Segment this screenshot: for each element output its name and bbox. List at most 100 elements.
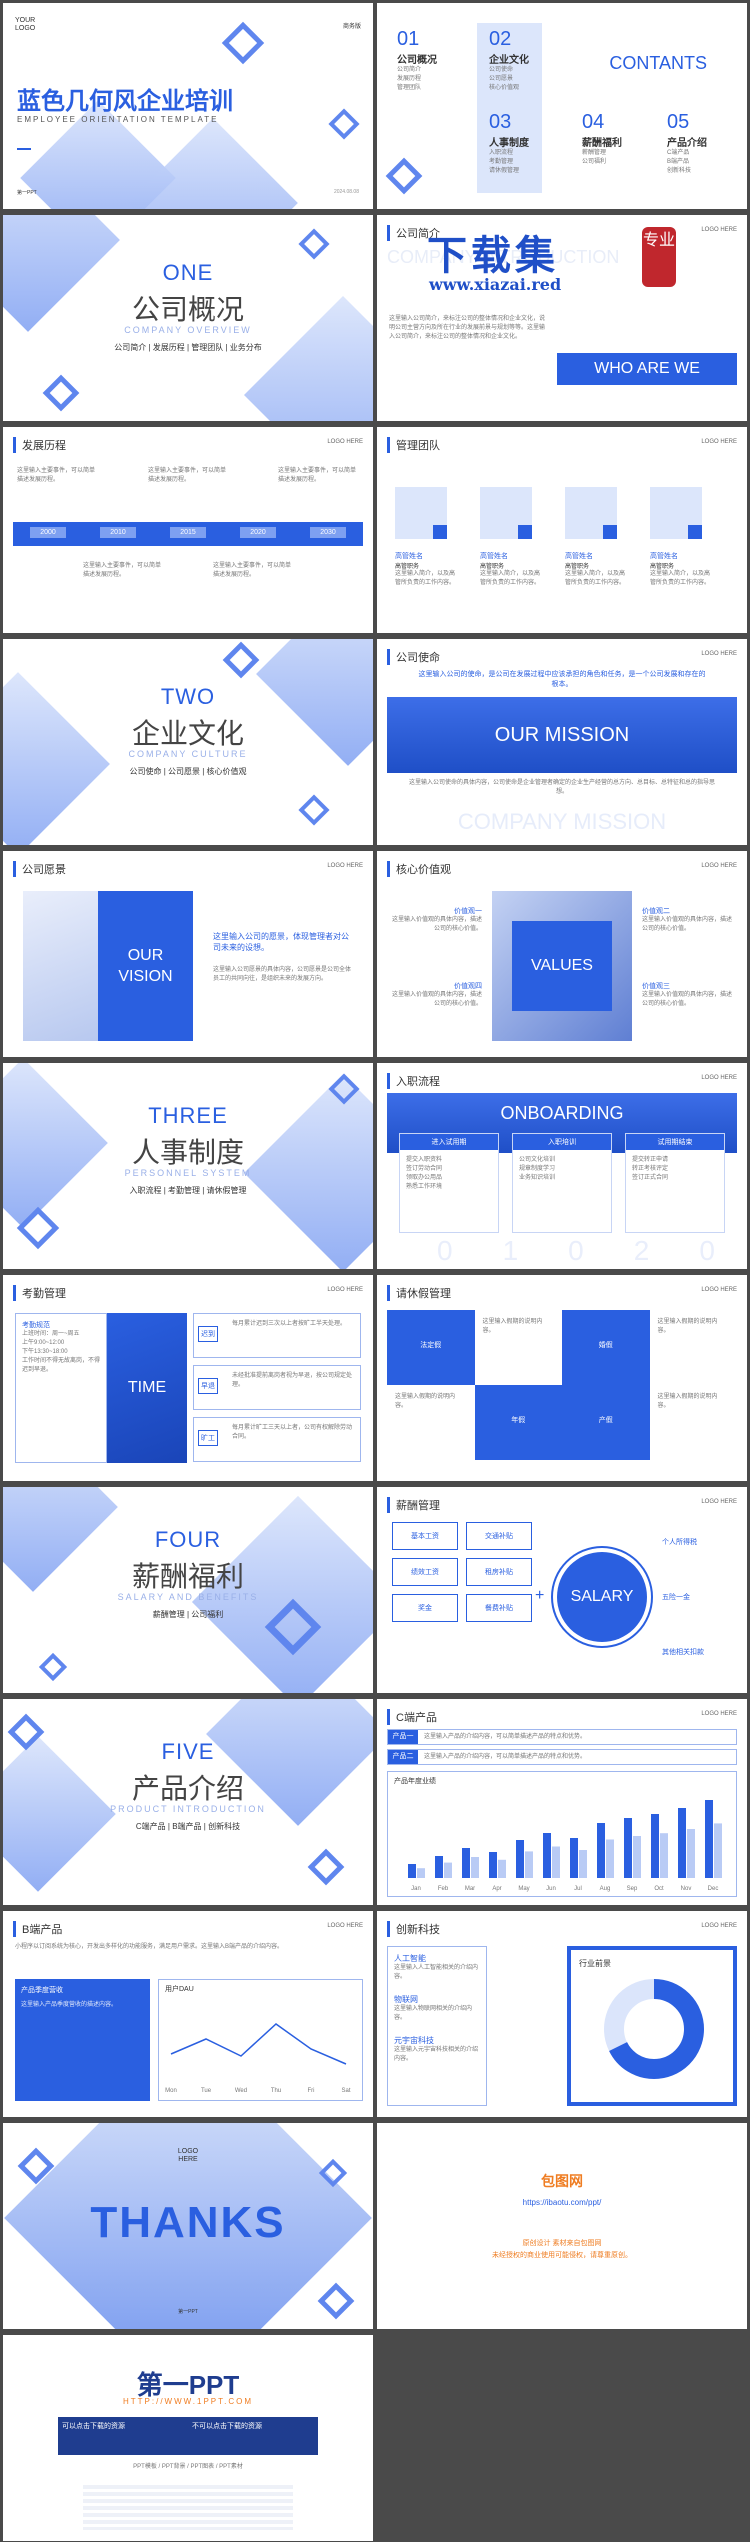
bar [687,1829,695,1878]
slide-header: 入职流程 [387,1073,440,1089]
bar [705,1800,713,1878]
slide-values[interactable]: 核心价值观 LOGO HERE VALUES 价值观一这里输入价值观的具体内容，… [377,851,747,1057]
tick-label: Mon [165,2088,177,2094]
leave-grid: 法定假 这里输入假期的说明内容。 婚假 这里输入假期的说明内容。 这里输入假期的… [387,1310,737,1460]
tech-list: 人工智能这里输入人工智能相关的介绍内容。 物联网这里输入物联网相关的介绍内容。 … [387,1946,487,2106]
slide-section-two[interactable]: TWO 企业文化 COMPANY CULTURE 公司使命 | 公司愿景 | 核… [3,639,373,845]
donut-chart [604,1979,704,2079]
bar [651,1814,659,1878]
slide-mission[interactable]: 公司使命 LOGO HERE 这里输入公司的使命，是公司在发展过程中应该承担的角… [377,639,747,845]
bar [597,1823,605,1878]
slide-history[interactable]: 发展历程 LOGO HERE 这里输入主要事件，可以简单描述发展历程。 这里输入… [3,427,373,633]
slide-salary[interactable]: 薪酬管理 LOGO HERE 基本工资 交通补贴 绩效工资 租房补贴 奖金 餐费… [377,1487,747,1693]
time-banner: TIME [107,1313,187,1463]
tick-label: Dec [708,1886,719,1892]
vision-text: 这里输入公司愿景的具体内容，公司愿景是公司全体员工的共同向往，是组织未来的发展方… [213,967,352,982]
slide-section-three[interactable]: THREE 人事制度 PERSONNEL SYSTEM 入职流程 | 考勤管理 … [3,1063,373,1269]
ad-logo: 第一PPT [136,2370,240,2400]
tick-label: Jan [411,1886,421,1892]
salary-circle: SALARY [557,1552,647,1642]
event-text: 这里输入主要事件，可以简单描述发展历程。 [17,468,96,483]
deduction-item: 个人所得税 [662,1539,697,1546]
team-member[interactable]: 高管姓名高管职务这里输入简介，以及高管所负责的工作内容。 [565,487,625,588]
slide-section-five[interactable]: FIVE 产品介绍 PRODUCT INTRODUCTION C端产品 | B端… [3,1699,373,1905]
ad-url[interactable]: HTTP://WWW.1PPT.COM [123,2397,253,2406]
slide-onboarding[interactable]: 入职流程 LOGO HERE ONBOARDING 进入试用期提交入职资料 签订… [377,1063,747,1269]
logo-placeholder: LOGO HERE [701,863,737,869]
tick-label: Jun [546,1886,556,1892]
leave-desc: 这里输入假期的说明内容。 [657,1394,718,1409]
rule-row: 旷工每月累计旷工三天以上者，公司有权解除劳动合同。 [193,1417,361,1462]
logo-placeholder: LOGO HERE [701,1075,737,1081]
tick-label: Jul [574,1886,582,1892]
year-label: 2015 [170,527,206,538]
year-label: 2030 [310,527,346,538]
series-line [170,2023,347,2065]
slide-tech[interactable]: 创新科技 LOGO HERE 人工智能这里输入人工智能相关的介绍内容。 物联网这… [377,1911,747,2117]
slide-promo[interactable]: 包图网 https://ibaotu.com/ppt/ 原创设计 素材来自包图网… [377,2123,747,2329]
bar [435,1856,443,1878]
section-subtitle-en: SALARY AND BENEFITS [117,1592,259,1602]
section-items: 入职流程 | 考勤管理 | 请休假管理 [129,1186,247,1195]
slide-attendance[interactable]: 考勤管理 LOGO HERE 考勤规范上班时间：周一~周五 上午9:00~12:… [3,1275,373,1481]
salary-items: 基本工资 交通补贴 绩效工资 租房补贴 奖金 餐费补贴 [392,1522,532,1622]
slide-header: B端产品 [13,1921,62,1937]
salary-item: 奖金 [392,1594,458,1622]
section-items: C端产品 | B端产品 | 创新科技 [135,1822,241,1831]
slide-b-products[interactable]: B端产品 LOGO HERE 小程序以订阅系统为核心，开发出多样化的功能服务，满… [3,1911,373,2117]
slide-section-four[interactable]: FOUR 薪酬福利 SALARY AND BENEFITS 薪酬管理 | 公司福… [3,1487,373,1693]
vision-lead: 这里输入公司的愿景，体现管理者对公司未来的设想。 [213,932,349,952]
section-subtitle-en: COMPANY OVERVIEW [124,325,252,335]
bar [570,1838,578,1878]
value-item: 价值观三这里输入价值观的具体内容，描述公司的核心价值。 [642,983,733,1007]
leave-tile: 年假 [474,1385,562,1460]
slide-section-one[interactable]: ONE 公司概况 COMPANY OVERVIEW 公司简介 | 发展历程 | … [3,215,373,421]
leave-desc: 这里输入假期的说明内容。 [482,1319,543,1334]
logo-placeholder: LOGO HERE [327,1287,363,1293]
slide-leave[interactable]: 请休假管理 LOGO HERE 法定假 这里输入假期的说明内容。 婚假 这里输入… [377,1275,747,1481]
section-items: 薪酬管理 | 公司福利 [152,1610,224,1619]
team-member[interactable]: 高管姓名高管职务这里输入简介，以及高管所负责的工作内容。 [650,487,710,588]
ad-qr-list [83,2485,293,2530]
tick-label: Mar [465,1886,475,1892]
slide-ad[interactable]: 第一PPT HTTP://WWW.1PPT.COM 可以点击下载的资源 不可以点… [3,2335,373,2541]
logo-placeholder: LOGO HERE [701,439,737,445]
corner-label: 商务版 [342,24,361,30]
logo-text: YOUR [15,17,36,24]
slide-company-intro[interactable]: 公司简介 LOGO HERE COMPANY INTRODUCTION 下载集 … [377,215,747,421]
logo-placeholder: LOGO HERE [701,1499,737,1505]
event-text: 这里输入主要事件，可以简单描述发展历程。 [83,563,162,578]
bg-numbers: 010203 [437,1235,747,1266]
salary-item: 租房补贴 [466,1558,532,1586]
tick-label: Wed [235,2088,247,2094]
slide-header: 公司简介 [387,225,440,241]
team-member[interactable]: 高管姓名高管职务这里输入简介，以及高管所负责的工作内容。 [395,487,455,588]
promo-link[interactable]: https://ibaotu.com/ppt/ [522,2198,602,2207]
team-member[interactable]: 高管姓名高管职务这里输入简介，以及高管所负责的工作内容。 [480,487,540,588]
section-number: FOUR [154,1527,222,1552]
logo-placeholder: LOGO HERE [327,439,363,445]
slide-c-products[interactable]: C端产品 LOGO HERE 产品一这里输入产品的介绍内容，可以简单描述产品的特… [377,1699,747,1905]
seal-stamp: 专业 [642,227,676,287]
b-intro: 小程序以订阅系统为核心，开发出多样化的功能服务，满足用户需求。这里输入B端产品的… [15,1944,284,1950]
promo-brand: 包图网 [541,2173,583,2189]
revenue-panel: 产品季度营收这里输入产品季度营收的描述内容。 [15,1979,150,2101]
logo-placeholder: LOGO HERE [327,863,363,869]
bg-text: COMPANY INTRODUCTION [387,247,620,267]
watermark-title: 下载集 [427,234,559,278]
cover-subtitle: EMPLOYEE ORIENTATION TEMPLATE [17,115,219,124]
slide-team[interactable]: 管理团队 LOGO HERE 高管姓名高管职务这里输入简介，以及高管所负责的工作… [377,427,747,633]
